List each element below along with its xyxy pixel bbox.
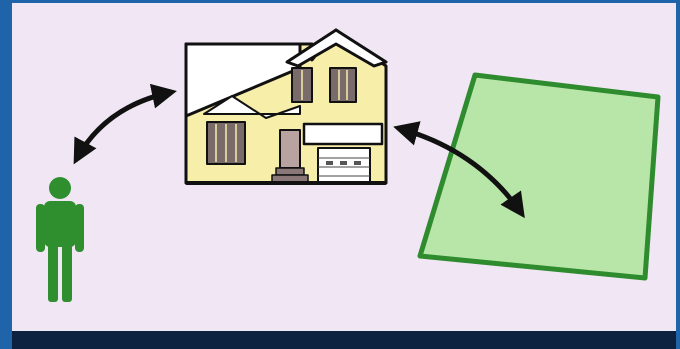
land-parcel-icon	[420, 75, 658, 278]
arrow-person-house	[76, 92, 172, 160]
house-icon	[186, 30, 386, 183]
person-icon	[36, 177, 84, 302]
